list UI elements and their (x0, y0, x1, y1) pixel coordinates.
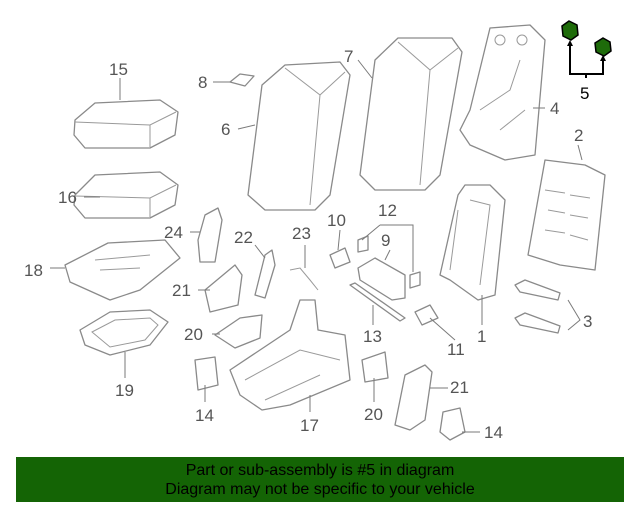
part-21-cover-right[interactable] (394, 364, 433, 431)
part-1-seatback-frame[interactable] (439, 184, 506, 301)
callout-21-right: 21 (450, 378, 469, 397)
callout-19: 19 (115, 381, 134, 400)
part-14-bracket-left[interactable] (194, 356, 219, 391)
part-19-cushion-frame[interactable] (79, 309, 169, 356)
part-6-seatback-pad[interactable] (247, 61, 351, 211)
part-24-cover[interactable] (197, 207, 223, 263)
info-banner: Part or sub-assembly is #5 in diagram Di… (16, 457, 624, 502)
part-10-clip[interactable] (329, 247, 351, 269)
callout-13: 13 (363, 327, 382, 346)
part-14-bracket-right[interactable] (439, 407, 466, 441)
callout-17: 17 (300, 416, 319, 435)
callout-22: 22 (234, 228, 253, 247)
banner-line-2: Diagram may not be specific to your vehi… (165, 481, 475, 498)
callout-10: 10 (327, 211, 346, 230)
callout-8: 8 (198, 73, 207, 92)
part-17-seat-track[interactable] (229, 299, 351, 411)
part-5-bolts[interactable] (561, 20, 612, 78)
part-21-cover-left[interactable] (204, 264, 243, 313)
part-3-hinges[interactable] (514, 279, 561, 334)
callout-18: 18 (24, 261, 43, 280)
callout-14-left: 14 (195, 406, 214, 425)
part-22-bracket[interactable] (254, 249, 276, 299)
part-2-back-board[interactable] (527, 159, 606, 271)
callout-3: 3 (583, 312, 592, 331)
callout-4: 4 (550, 99, 559, 118)
part-23-harness[interactable] (289, 267, 319, 291)
callout-16: 16 (58, 188, 77, 207)
part-20-cover-left[interactable] (214, 314, 263, 349)
part-20-cover-right[interactable] (361, 351, 389, 383)
part-4-back-panel[interactable] (459, 24, 546, 161)
leader-lines (50, 59, 583, 433)
callout-15: 15 (109, 60, 128, 79)
part-9-trim[interactable] (357, 257, 406, 301)
callout-23: 23 (292, 224, 311, 243)
callout-24: 24 (164, 223, 183, 242)
callout-9: 9 (381, 231, 390, 250)
callout-7: 7 (344, 47, 353, 66)
callout-12: 12 (378, 201, 397, 220)
callout-5: 5 (580, 84, 589, 103)
part-7-seatback-cover[interactable] (359, 37, 463, 191)
callout-6: 6 (221, 120, 230, 139)
part-8-clip[interactable] (229, 73, 255, 87)
callout-14-right: 14 (484, 423, 503, 442)
part-13-rod[interactable] (349, 282, 406, 322)
part-16-cushion[interactable] (73, 171, 179, 219)
callout-21-left: 21 (172, 281, 191, 300)
callout-11: 11 (447, 340, 465, 359)
part-18-seat-pan[interactable] (64, 239, 181, 301)
part-15-cushion-pad[interactable] (73, 99, 179, 149)
callout-20-left: 20 (184, 325, 203, 344)
banner-line-1: Part or sub-assembly is #5 in diagram (185, 462, 455, 479)
callout-2: 2 (574, 126, 583, 145)
callout-1: 1 (477, 327, 486, 346)
callout-20-right: 20 (364, 405, 383, 424)
